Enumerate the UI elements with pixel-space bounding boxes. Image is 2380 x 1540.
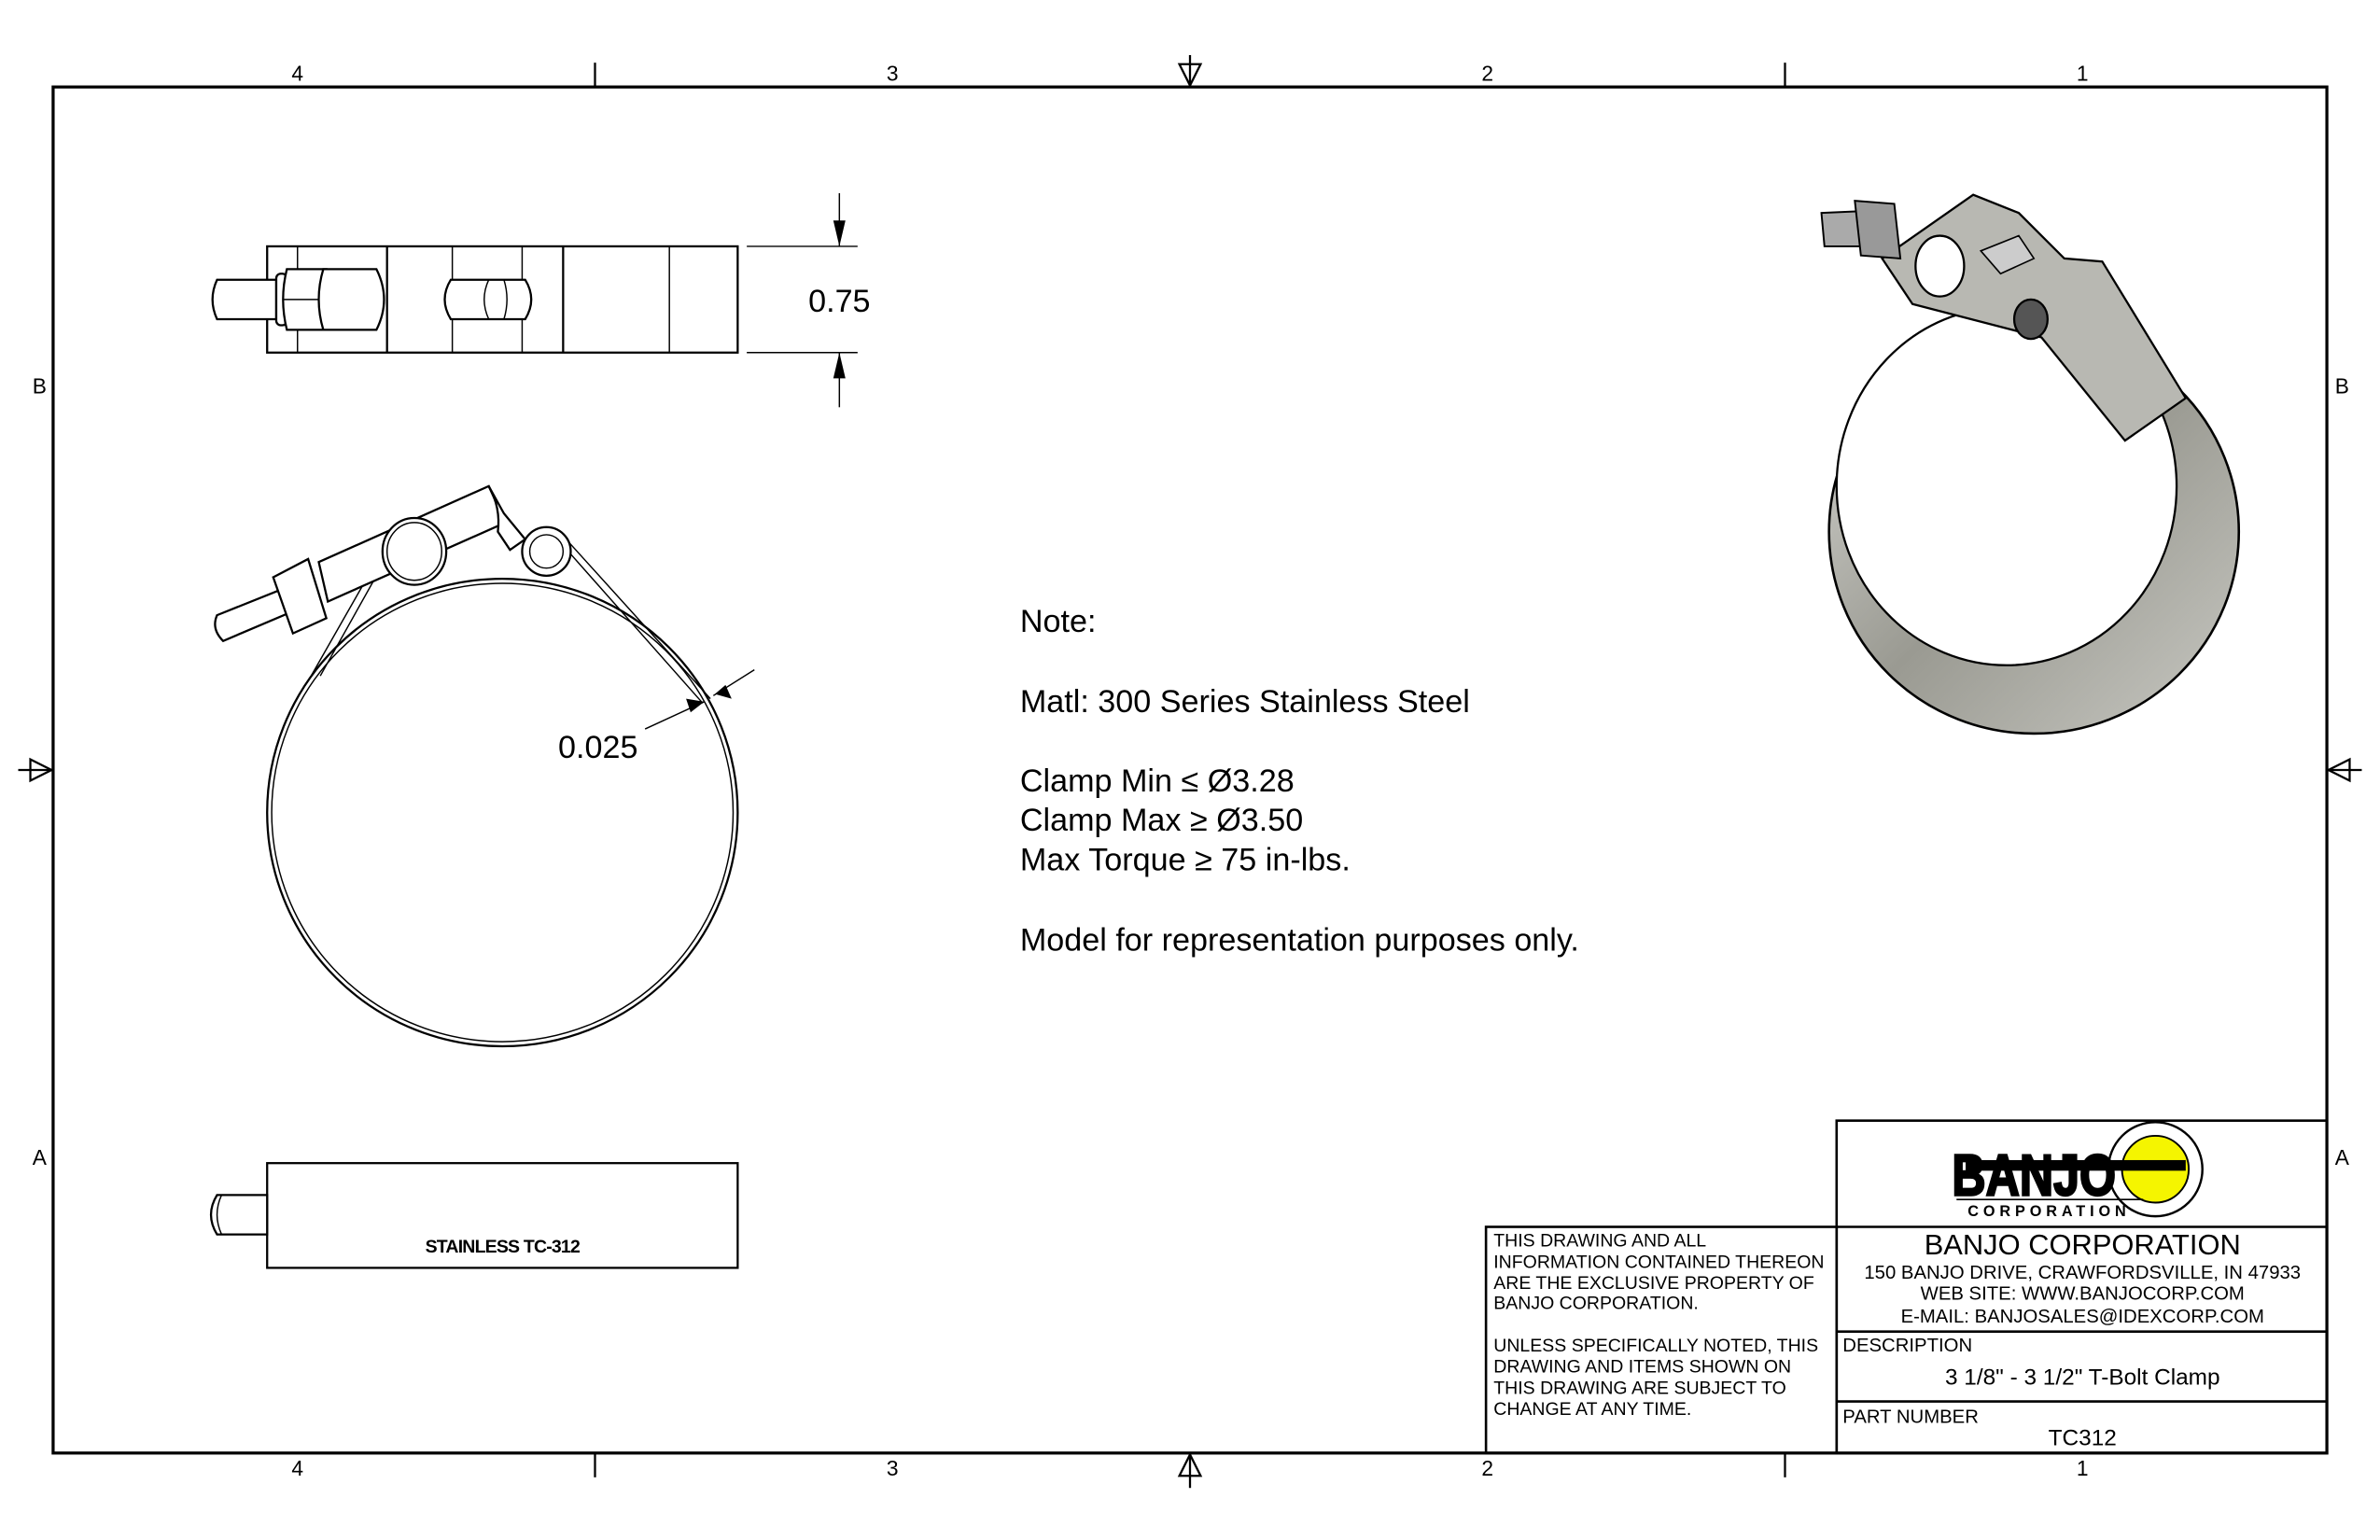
property-notice-line: BANJO CORPORATION. <box>1493 1293 1699 1313</box>
company-address: 150 BANJO DRIVE, CRAWFORDSVILLE, IN 4793… <box>1864 1263 2301 1283</box>
change-notice-line: DRAWING AND ITEMS SHOWN ON <box>1493 1357 1791 1378</box>
bottom-view: STAINLESS TC-312 <box>209 1162 739 1269</box>
property-notice-line: THIS DRAWING AND ALL <box>1493 1231 1706 1252</box>
change-notice-line: UNLESS SPECIFICALLY NOTED, THIS <box>1493 1336 1818 1356</box>
change-notice-line: CHANGE AT ANY TIME. <box>1493 1399 1691 1420</box>
part-number-label: PART NUMBER <box>1842 1407 1979 1427</box>
notes-heading: Note: <box>1020 604 1097 639</box>
part-number-value: TC312 <box>2049 1426 2117 1451</box>
property-notice-line: INFORMATION CONTAINED THEREON <box>1493 1252 1824 1272</box>
zone-col-2-bottom: 2 <box>1481 1456 1493 1480</box>
note-material: Matl: 300 Series Stainless Steel <box>1020 684 1470 720</box>
zone-col-3-bottom: 3 <box>887 1456 899 1480</box>
top-view: 0.75 <box>211 193 871 408</box>
zone-row-b-right: B <box>2335 374 2349 399</box>
property-notice-line: ARE THE EXCLUSIVE PROPERTY OF <box>1493 1273 1814 1294</box>
zone-col-4-bottom: 4 <box>291 1456 303 1480</box>
banjo-logo: BANJO CORPORATION <box>1951 1121 2204 1220</box>
note-clamp-max: Clamp Max ≥ Ø3.50 <box>1020 803 1303 838</box>
zone-col-2: 2 <box>1481 62 1493 86</box>
title-block: BANJO CORPORATION THIS DRAWING AND ALL I… <box>1484 1119 2329 1455</box>
zone-row-a-right: A <box>2335 1145 2350 1169</box>
zone-col-3: 3 <box>887 62 899 86</box>
zone-row-a-left: A <box>33 1145 48 1169</box>
thickness-dimension: 0.025 <box>558 730 637 765</box>
note-max-torque: Max Torque ≥ 75 in-lbs. <box>1020 842 1351 877</box>
zone-col-1: 1 <box>2077 62 2089 86</box>
notes: Note: Matl: 300 Series Stainless Steel C… <box>1020 604 1579 959</box>
side-view: 0.025 <box>214 484 755 1048</box>
isometric-view <box>1820 193 2241 735</box>
change-notice-line: THIS DRAWING ARE SUBJECT TO <box>1493 1378 1785 1398</box>
description-value: 3 1/8" - 3 1/2" T-Bolt Clamp <box>1945 1365 2220 1391</box>
zone-col-4: 4 <box>291 62 303 86</box>
band-marking: STAINLESS TC-312 <box>426 1237 581 1257</box>
note-disclaimer: Model for representation purposes only. <box>1020 923 1579 959</box>
company-email: E-MAIL: BANJOSALES@IDEXCORP.COM <box>1901 1307 2264 1327</box>
zone-markers: 4 3 2 1 4 3 2 1 B B A A <box>18 55 2362 1489</box>
company-website: WEB SITE: WWW.BANJOCORP.COM <box>1921 1284 2245 1305</box>
zone-row-b-left: B <box>33 374 47 399</box>
width-dimension: 0.75 <box>808 284 870 319</box>
note-clamp-min: Clamp Min ≤ Ø3.28 <box>1020 763 1295 799</box>
zone-col-1-bottom: 1 <box>2077 1456 2089 1480</box>
description-label: DESCRIPTION <box>1842 1336 1972 1356</box>
logo-text: BANJO <box>1952 1143 2116 1208</box>
company-name: BANJO CORPORATION <box>1925 1228 2241 1261</box>
logo-subtext: CORPORATION <box>1967 1203 2130 1220</box>
